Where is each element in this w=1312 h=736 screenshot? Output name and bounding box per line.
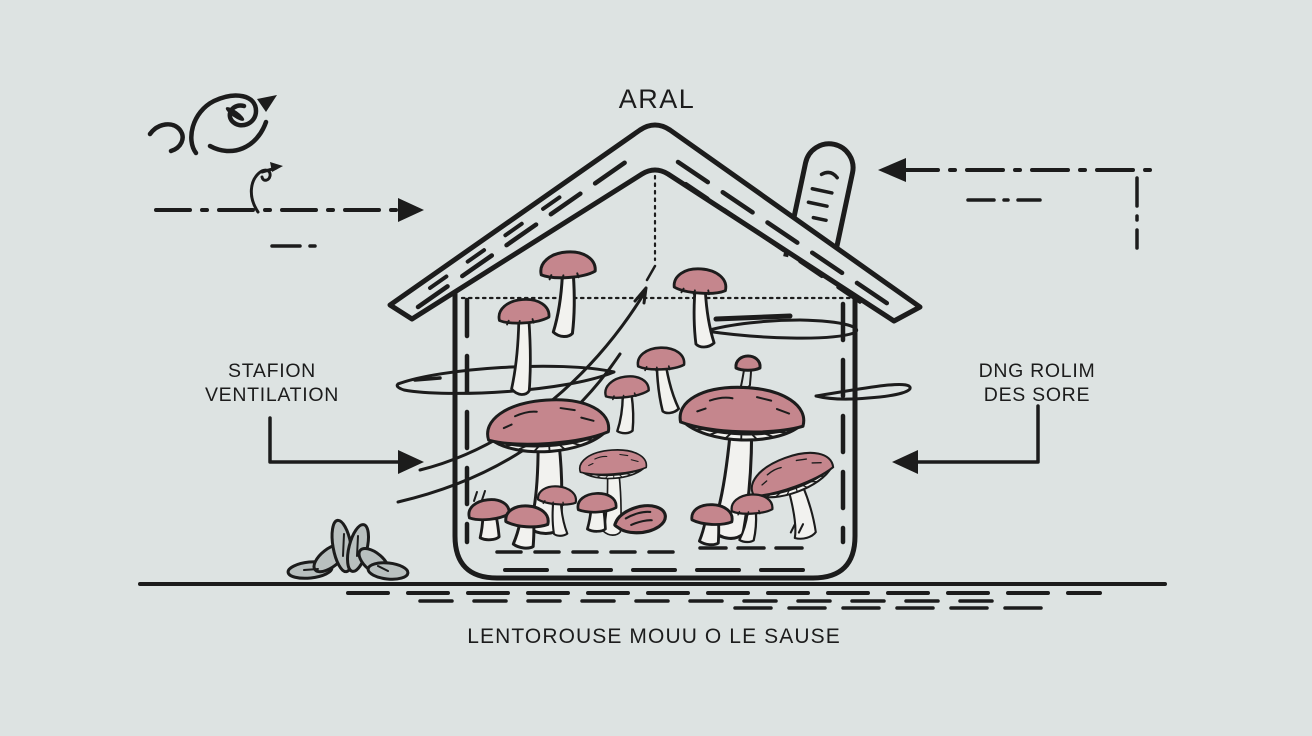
mushroom <box>576 492 618 533</box>
mushroom <box>578 449 648 536</box>
mushroom <box>604 375 650 435</box>
mushroom <box>636 346 686 415</box>
soil-tick-marks <box>473 490 486 502</box>
left-label: STAFION VENTILATION <box>205 360 339 407</box>
squiggle-arrowhead-icon <box>257 95 277 112</box>
arrowhead-left-icon <box>892 450 918 474</box>
tiny-slash <box>645 264 657 282</box>
growhouse-roof <box>387 122 923 324</box>
right-label-line2: DES SORE <box>983 383 1091 406</box>
mushroom <box>497 298 551 396</box>
mushroom-cluster <box>467 250 835 550</box>
dashdot-arrow-left <box>878 158 1160 250</box>
right-label-line1: DNG ROLIM <box>978 360 1096 382</box>
arrowhead-right-icon <box>398 198 424 222</box>
diagram-caption: LENTOROUSE MOUU O LE SAUSE <box>467 625 841 648</box>
plant <box>286 518 410 581</box>
airflow-swoosh-left <box>395 364 616 395</box>
mushroom <box>467 498 511 542</box>
mushroom <box>690 503 734 547</box>
mushroom <box>672 267 728 349</box>
squiggle-arrow <box>147 93 277 156</box>
left-label-line1: STAFION <box>228 360 316 382</box>
mushroom <box>734 354 762 390</box>
mushroom <box>613 504 667 535</box>
airflow-swoosh-right-low <box>814 382 912 401</box>
airflow-arrowhead-icon <box>633 286 648 305</box>
left-label-line2: VENTILATION <box>204 383 340 406</box>
airflow-swoosh-right-top <box>704 318 859 340</box>
right-label: DNG ROLIM DES SORE <box>979 360 1096 407</box>
growhouse-walls <box>452 287 858 581</box>
curl-arrow <box>249 162 283 214</box>
diagram-title: ARAL <box>618 84 696 114</box>
label-arrow-right <box>268 416 424 474</box>
soil-tick-marks <box>789 523 805 534</box>
mushroom <box>539 250 597 339</box>
mushroom <box>504 504 550 550</box>
mushroom <box>750 451 835 540</box>
curl-arrowhead-icon <box>270 162 283 172</box>
mushroom <box>536 485 578 537</box>
arrowhead-right-icon <box>398 450 424 474</box>
arrowhead-left-icon <box>878 158 906 182</box>
dashdot-arrow-right <box>154 198 424 248</box>
mushroom <box>730 493 774 544</box>
label-arrow-left <box>892 404 1040 474</box>
ground <box>138 582 1167 610</box>
